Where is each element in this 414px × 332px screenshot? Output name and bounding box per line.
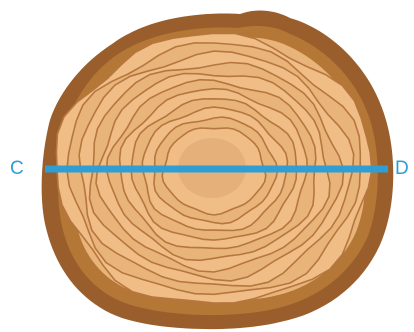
point-c-label: C — [10, 159, 24, 178]
point-d-label: D — [395, 159, 409, 178]
